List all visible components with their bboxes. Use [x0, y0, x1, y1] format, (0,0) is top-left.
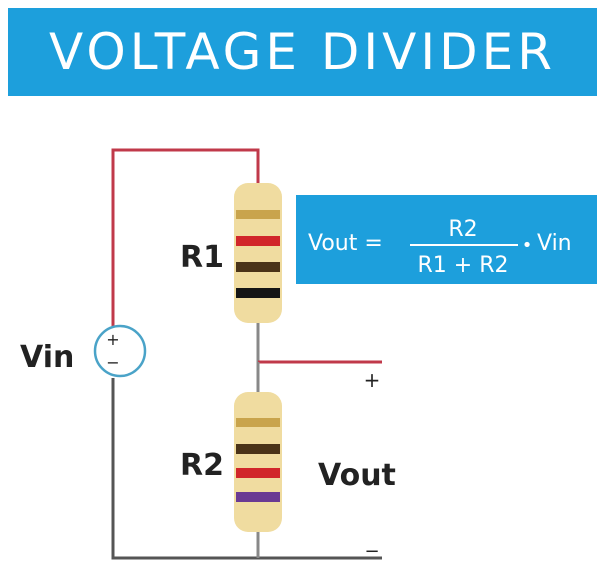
formula-rhs: Vin [537, 231, 572, 256]
formula-times: • [522, 235, 533, 256]
voltage-source-icon: + − [93, 324, 147, 378]
page-title: VOLTAGE DIVIDER [49, 23, 556, 81]
r2-band-3 [236, 468, 280, 478]
vout-plus-sign: + [364, 368, 381, 392]
r2-label: R2 [180, 448, 224, 483]
vout-minus-sign: − [364, 541, 379, 562]
r1-band-1 [236, 210, 280, 219]
r1-band-4 [236, 288, 280, 298]
r2-band-2 [236, 444, 280, 454]
title-banner: VOLTAGE DIVIDER [8, 8, 597, 96]
resistor-r1 [234, 183, 282, 323]
resistor-r2 [234, 392, 282, 532]
formula-box: Vout = R2 R1 + R2 • Vin [296, 195, 597, 284]
formula-numerator: R2 [448, 217, 477, 242]
r2-band-1 [236, 418, 280, 427]
wire-bottom [111, 378, 382, 560]
formula-denominator: R1 + R2 [418, 253, 509, 278]
r1-band-3 [236, 262, 280, 272]
source-minus-sign: − [106, 353, 119, 372]
vin-label: Vin [20, 340, 74, 375]
vout-label: Vout [318, 458, 396, 493]
r1-label: R1 [180, 240, 224, 275]
r2-band-4 [236, 492, 280, 502]
source-plus-sign: + [106, 330, 119, 349]
formula-lhs: Vout = [308, 231, 383, 256]
wire-top [111, 148, 382, 395]
r1-band-2 [236, 236, 280, 246]
